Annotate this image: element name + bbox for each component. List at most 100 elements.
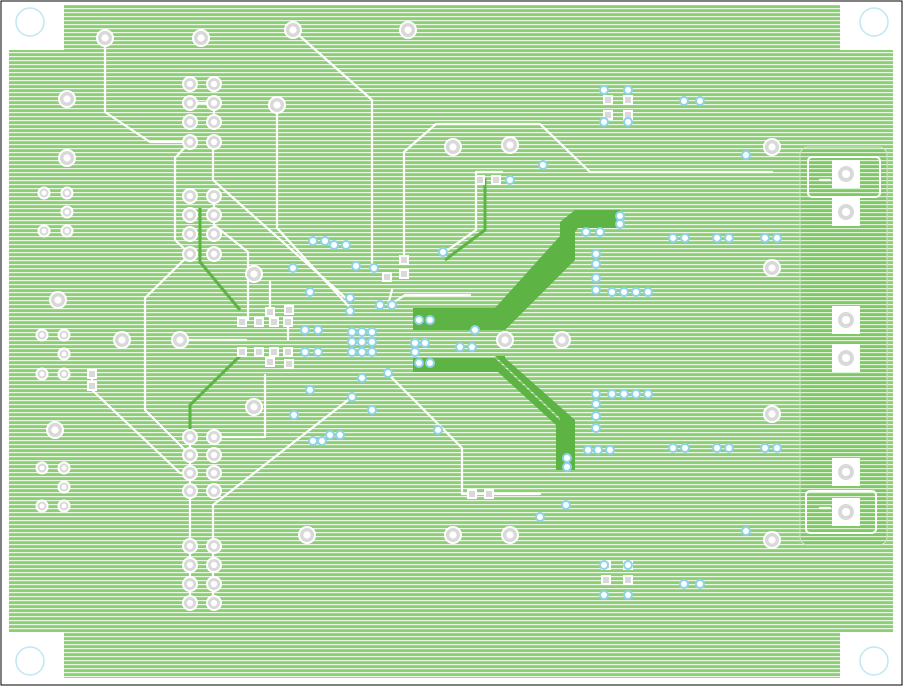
via <box>599 85 609 95</box>
smd-pad <box>269 347 279 357</box>
round-pad-hole <box>506 531 514 539</box>
header-pin-hole <box>186 433 194 441</box>
via <box>631 287 641 297</box>
connector-pad-hole <box>841 467 851 477</box>
via <box>581 227 591 237</box>
power-trace-left-1 <box>198 208 242 311</box>
via <box>605 445 615 455</box>
via <box>562 453 572 463</box>
via <box>313 347 323 357</box>
round-pad-hole <box>197 34 205 42</box>
via <box>357 373 367 383</box>
via <box>631 389 641 399</box>
header-pin-hole <box>186 250 194 258</box>
via <box>467 342 477 352</box>
signal-trace <box>291 28 374 270</box>
via <box>433 425 443 435</box>
round-pad-hole <box>501 336 509 344</box>
via <box>593 445 603 455</box>
small-pad-hole <box>64 209 70 215</box>
signal-trace <box>211 373 267 439</box>
via <box>591 389 601 399</box>
via <box>760 443 770 453</box>
via <box>623 560 633 570</box>
via <box>760 233 770 243</box>
via <box>724 443 734 453</box>
power-trace-left-2 <box>188 348 248 430</box>
round-pad-hole <box>404 26 412 34</box>
smd-pad <box>623 575 633 585</box>
via <box>724 233 734 243</box>
smd-pad <box>254 347 264 357</box>
via <box>351 261 361 271</box>
header-pin-hole <box>186 99 194 107</box>
header-pin-hole <box>210 433 218 441</box>
via <box>357 327 367 337</box>
via <box>345 306 355 316</box>
connector-pad-hole <box>841 507 851 517</box>
connector-pad-hole <box>841 169 851 179</box>
round-pad-hole <box>250 403 258 411</box>
round-pad-hole <box>250 270 258 278</box>
header-pin-hole <box>186 487 194 495</box>
via <box>347 327 357 337</box>
power-trace-lower <box>413 356 575 470</box>
header-pin-hole <box>186 451 194 459</box>
smd-pad <box>491 175 501 185</box>
smd-pad <box>283 347 293 357</box>
round-pad-hole <box>63 154 71 162</box>
via <box>772 233 782 243</box>
via <box>357 347 367 357</box>
mounting-hole <box>859 646 889 676</box>
smd-pad <box>467 489 477 499</box>
via <box>425 315 435 325</box>
header-pin-hole <box>186 192 194 200</box>
smd-pad <box>601 575 611 585</box>
via <box>595 227 605 237</box>
smd-pad <box>399 255 409 265</box>
via <box>741 150 751 160</box>
power-trace-upper <box>413 210 620 330</box>
header-pin-hole <box>186 542 194 550</box>
via <box>668 443 678 453</box>
header-pin-hole <box>210 487 218 495</box>
header-pin-hole <box>186 469 194 477</box>
mounting-hole <box>859 7 889 37</box>
via <box>591 423 601 433</box>
connector-pad-hole <box>841 315 851 325</box>
smd-pad <box>484 489 494 499</box>
header-pin-hole <box>210 599 218 607</box>
connector-pad-hole <box>841 353 851 363</box>
via <box>599 117 609 127</box>
via <box>695 579 705 589</box>
small-pad-hole <box>41 228 47 234</box>
via <box>347 347 357 357</box>
smd-pad <box>475 175 485 185</box>
via <box>335 430 345 440</box>
smd-pad <box>254 317 264 327</box>
via <box>325 430 335 440</box>
header-pin-hole <box>210 138 218 146</box>
via <box>619 389 629 399</box>
header-pin-hole <box>210 99 218 107</box>
via <box>329 240 339 250</box>
via <box>313 325 323 335</box>
via <box>470 325 480 335</box>
via <box>772 443 782 453</box>
small-pad-hole <box>61 465 67 471</box>
mounting-hole <box>15 7 45 37</box>
round-pad-hole <box>768 143 776 151</box>
via <box>369 263 379 273</box>
round-pad-hole <box>768 410 776 418</box>
via <box>455 342 465 352</box>
via <box>538 160 548 170</box>
small-pad-hole <box>39 465 45 471</box>
round-pad-hole <box>303 531 311 539</box>
round-pad-hole <box>54 296 62 304</box>
round-pad-hole <box>51 426 59 434</box>
round-pad-hole <box>449 143 457 151</box>
round-pad-hole <box>63 95 71 103</box>
via <box>741 526 751 536</box>
via <box>680 443 690 453</box>
via <box>305 385 315 395</box>
